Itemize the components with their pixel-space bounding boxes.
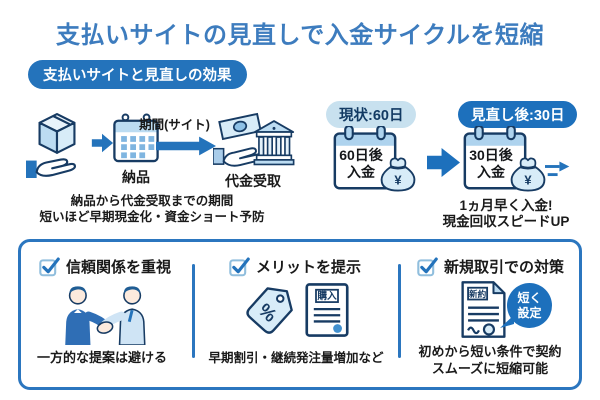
tip-title: メリットを提示 — [256, 259, 362, 276]
discount-tag-icon: % — [246, 287, 293, 334]
calendar-60-icon — [333, 126, 397, 190]
calendar-30-line2: 入金 — [477, 163, 505, 180]
svg-text:¥: ¥ — [524, 173, 532, 188]
bank-icon — [253, 120, 295, 166]
period-label: 期間(サイト) — [139, 118, 210, 132]
money-bag-icon: ¥ — [380, 157, 416, 192]
flow-caption-line1: 納品から代金受取までの期間 — [70, 194, 234, 208]
checkbox-checked-icon — [229, 257, 250, 277]
bubble-line2: 設定 — [517, 305, 542, 320]
speed-lines-icon — [545, 161, 570, 177]
checkbox-checked-icon — [39, 257, 60, 277]
column-divider — [398, 264, 401, 358]
money-bag-icon: ¥ — [510, 157, 546, 192]
box-in-hand-icon — [26, 112, 76, 178]
tip-caption-new-deal-line1: 初めから短い条件で契約 — [418, 344, 562, 359]
svg-text:購入: 購入 — [316, 289, 337, 302]
tip-header-new-deal: 新規取引での対策 — [417, 256, 564, 277]
calendar-icon — [113, 113, 159, 163]
column-divider — [192, 264, 195, 358]
bubble-line1: 短く — [517, 291, 542, 306]
calendar-60-line1: 60日後 — [339, 147, 383, 163]
tip-caption-merit: 早期割引・継続発注量増加など — [208, 351, 384, 365]
tip-title: 新規取引での対策 — [444, 259, 565, 276]
svg-text:新約: 新約 — [469, 288, 487, 299]
receive-label: 代金受取 — [225, 173, 281, 189]
revised-status-pill: 見直し後:30日 — [458, 101, 578, 128]
arrow-right-icon — [91, 133, 114, 153]
calendar-30-icon — [463, 126, 527, 190]
contract-document-icon: 新約 — [461, 281, 506, 338]
arrow-right-icon — [427, 147, 460, 178]
page-title: 支払いサイトの見直しで入金サイクルを短縮 — [55, 22, 545, 49]
purchase-document-icon: 購入 — [305, 283, 349, 337]
tip-header-merit: メリットを提示 — [229, 256, 361, 277]
calendar-30-line1: 30日後 — [469, 147, 513, 163]
comparison-caption-line2: 現金回収スピードUP — [442, 214, 570, 229]
calendar-30-text: 30日後 入金 — [466, 147, 516, 181]
speech-bubble-set-short: 短く 設定 — [507, 283, 552, 328]
calendar-60-text: 60日後 入金 — [336, 147, 386, 181]
tip-header-trust: 信頼関係を重視 — [39, 256, 171, 277]
calendar-60-line2: 入金 — [347, 163, 375, 180]
period-arrow-icon — [156, 136, 216, 156]
tip-caption-new-deal-line2: スムーズに短縮可能 — [431, 361, 549, 376]
tip-caption-trust: 一方的な提案は避ける — [36, 350, 167, 365]
section-badge: 支払いサイトと見直しの効果 — [28, 60, 247, 89]
handshake-illustration — [65, 286, 146, 345]
comparison-caption-line1: 1ヵ月早く入金! — [459, 198, 553, 213]
delivery-label: 納品 — [122, 169, 150, 185]
tip-title: 信頼関係を重視 — [66, 259, 172, 276]
checkbox-checked-icon — [417, 257, 438, 277]
svg-text:¥: ¥ — [394, 173, 402, 188]
current-status-pill: 現状:60日 — [326, 101, 417, 128]
flow-caption-line2: 短いほど早期現金化・資金ショート予防 — [39, 210, 265, 224]
cash-in-hand-icon — [213, 112, 265, 167]
